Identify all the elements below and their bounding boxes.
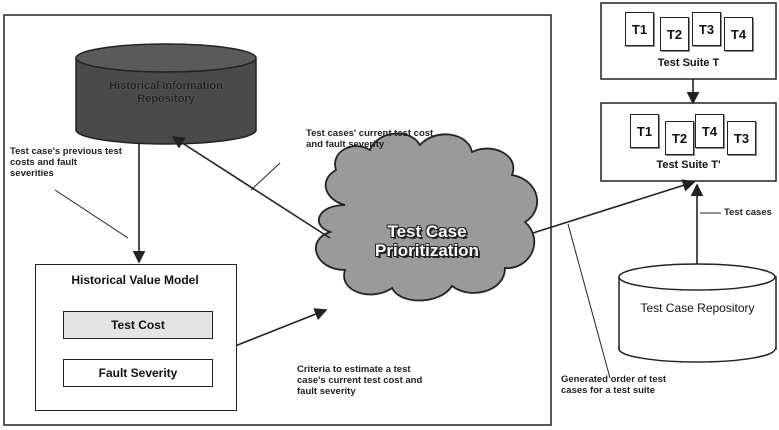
historical-repository-label: Historical Information Repository	[109, 80, 223, 105]
historical-repository-cylinder	[75, 43, 257, 145]
suite-tp-card-2: T2	[665, 121, 694, 155]
suite-tp-caption: Test Suite T'	[656, 159, 721, 171]
main-frame	[3, 14, 552, 426]
suite-tp-card-4: T3	[727, 121, 756, 155]
prioritization-label: Test Case Prioritization	[375, 222, 479, 260]
arrow-cloud-to-repo	[171, 136, 331, 239]
leader-generated	[567, 223, 611, 379]
leader-current	[250, 162, 281, 191]
note-current: Test cases' current test cost and fault …	[306, 128, 434, 150]
arrow-hvm-to-cloud	[229, 308, 328, 349]
suite-t-card-1: T1	[625, 12, 654, 46]
suite-tp-box	[600, 102, 777, 182]
arrow-cloud-to-suite	[532, 179, 696, 234]
leader-previous	[54, 189, 129, 239]
test-case-repository-label: Test Case Repository	[640, 301, 755, 315]
suite-t-caption: Test Suite T	[657, 57, 720, 69]
prioritization-cloud	[314, 132, 539, 302]
note-generated: Generated order of test cases for a test…	[561, 374, 667, 396]
suite-t-box	[600, 2, 777, 80]
suite-t-card-2: T2	[660, 17, 689, 51]
suite-tp-card-3: T4	[695, 114, 724, 148]
note-test-cases: Test cases	[724, 207, 772, 218]
suite-tp-card-1: T1	[630, 114, 659, 148]
test-case-repository-cylinder	[618, 263, 777, 363]
test-cost-box: Test Cost	[63, 311, 213, 339]
note-previous: Test case's previous test costs and faul…	[10, 146, 122, 179]
historical-value-model-title: Historical Value Model	[71, 273, 199, 287]
note-criteria: Criteria to estimate a test case's curre…	[297, 364, 423, 397]
fault-severity-box: Fault Severity	[63, 359, 213, 387]
suite-t-card-3: T3	[692, 12, 721, 46]
suite-t-card-4: T4	[724, 17, 753, 51]
